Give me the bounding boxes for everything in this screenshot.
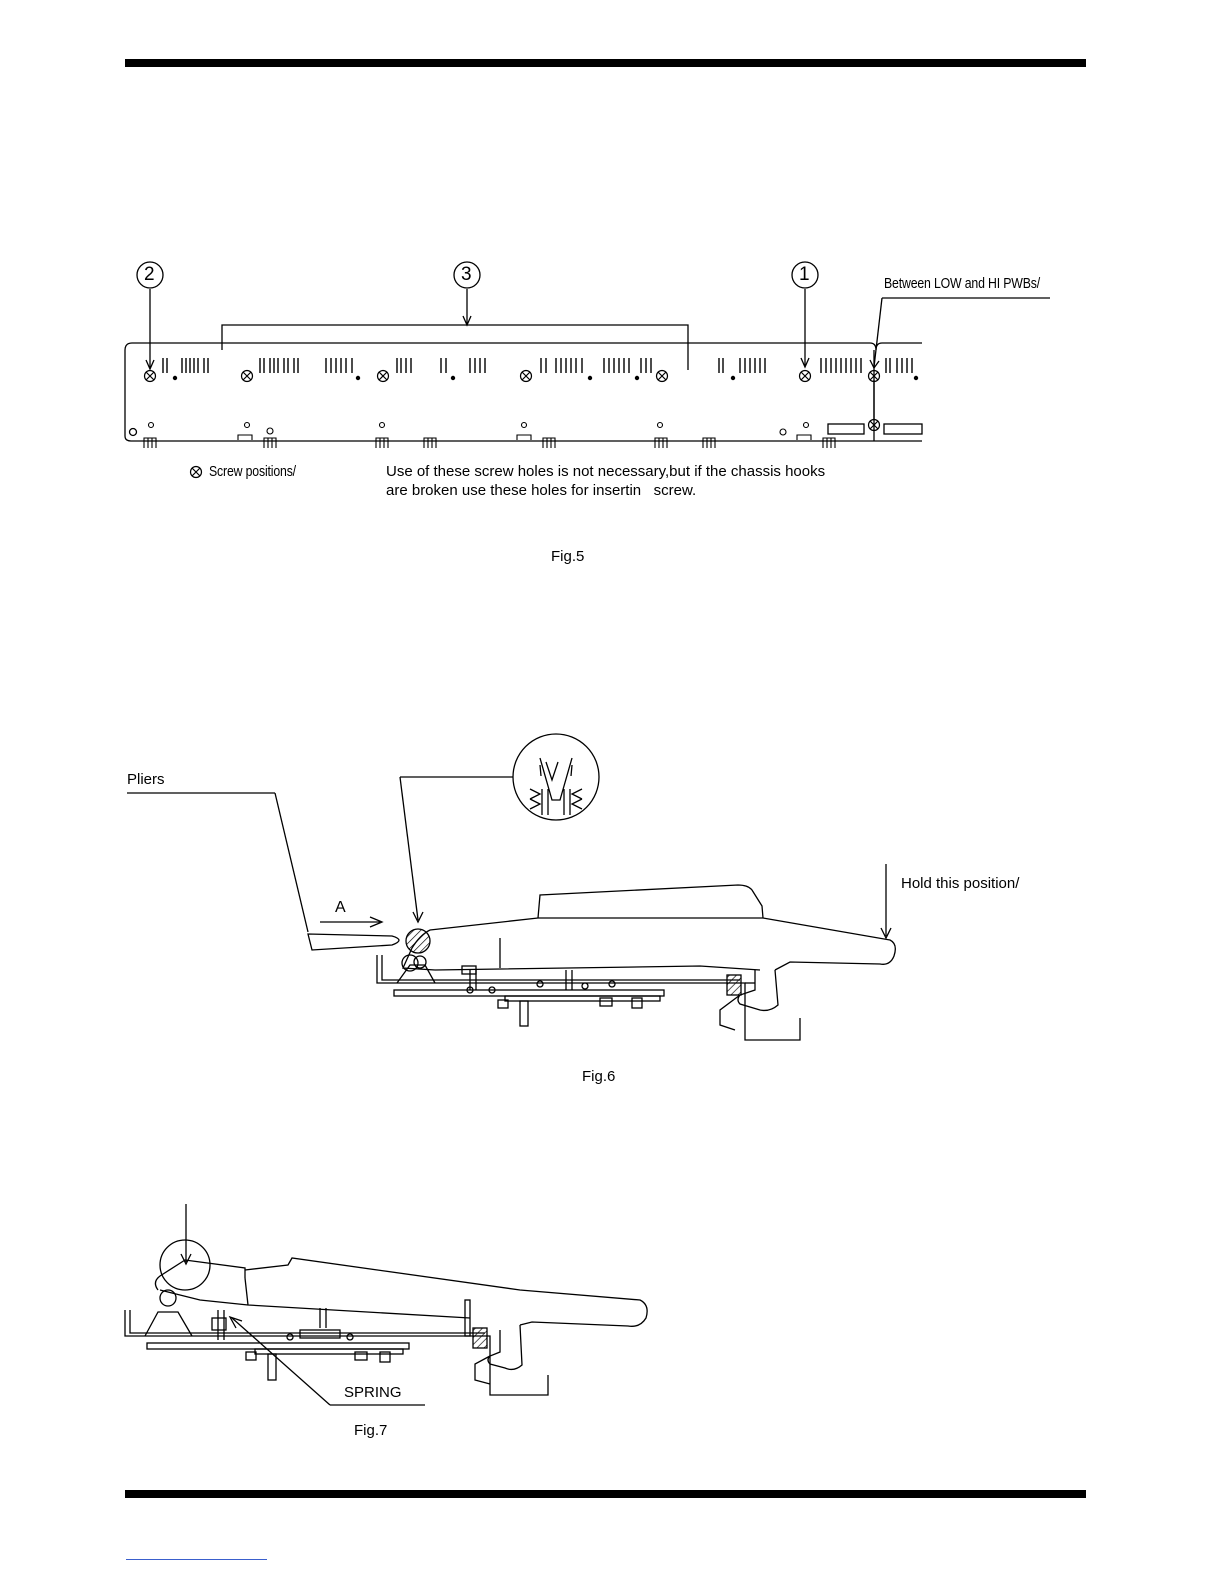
fig5-screw-icons bbox=[145, 371, 880, 478]
screw-positions-legend: Screw positions/ bbox=[209, 463, 296, 480]
callout-2-label: 2 bbox=[144, 264, 155, 286]
arrow-a-label: A bbox=[335, 899, 346, 917]
screw-position-icon bbox=[800, 371, 811, 382]
fig7-drawing bbox=[0, 1190, 1224, 1460]
fig5-key-slots bbox=[163, 358, 912, 373]
fig6-drawing bbox=[0, 700, 1224, 1100]
screw-position-icon bbox=[191, 467, 202, 478]
spring-label: SPRING bbox=[344, 1384, 402, 1401]
fig7-caption: Fig.7 bbox=[354, 1422, 387, 1439]
fig6-caption: Fig.6 bbox=[582, 1068, 615, 1085]
screw-holes-note-line1: Use of these screw holes is not necessar… bbox=[386, 463, 825, 480]
fig5-caption: Fig.5 bbox=[551, 548, 584, 565]
hold-position-label: Hold this position/ bbox=[901, 875, 1019, 892]
pliers-label: Pliers bbox=[127, 771, 165, 788]
screw-position-icon bbox=[521, 371, 532, 382]
screw-holes-note-line2: are broken use these holes for insertin … bbox=[386, 482, 696, 499]
between-pwbs-label: Between LOW and HI PWBs/ bbox=[884, 275, 1040, 292]
footer-link-underline bbox=[126, 1559, 267, 1560]
callout-3-label: 3 bbox=[461, 264, 472, 286]
screw-position-icon bbox=[378, 371, 389, 382]
screw-position-icon bbox=[145, 371, 156, 382]
screw-position-icon bbox=[657, 371, 668, 382]
screw-position-icon bbox=[242, 371, 253, 382]
callout-1-label: 1 bbox=[799, 264, 810, 286]
bottom-rule bbox=[125, 1490, 1086, 1498]
